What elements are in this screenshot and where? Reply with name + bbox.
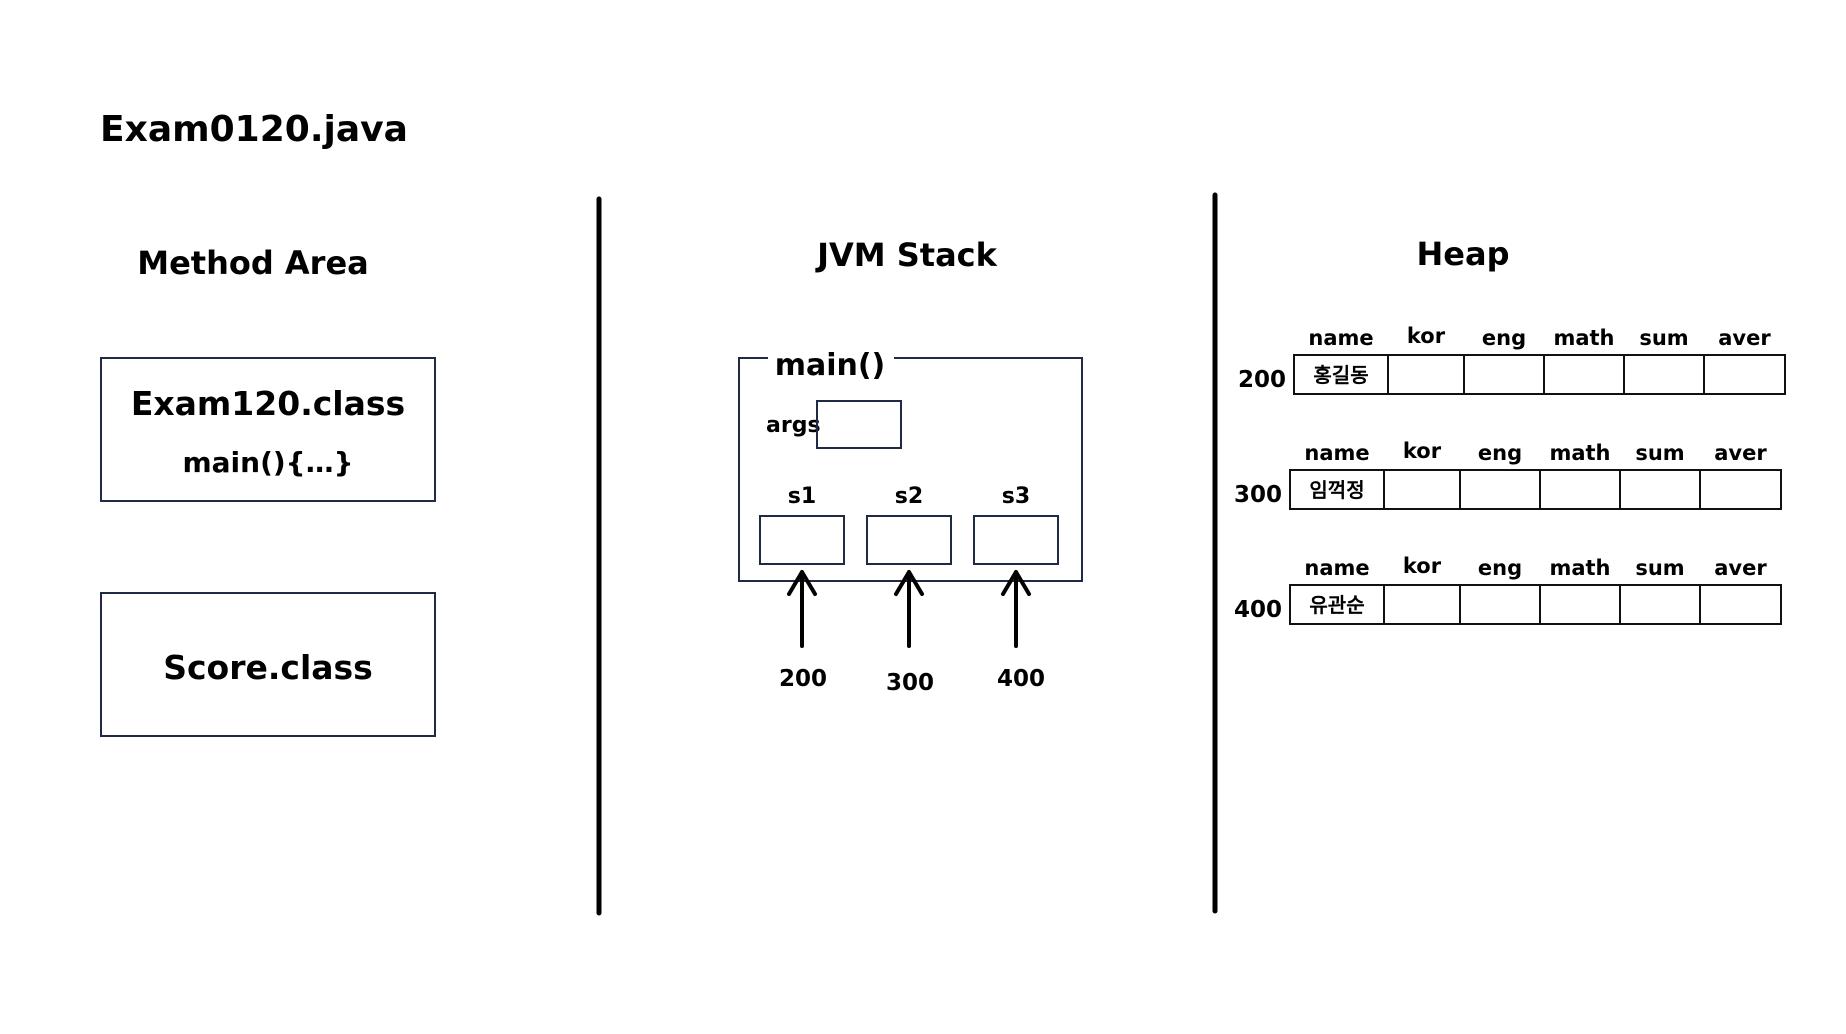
heap-column-header-eng: eng bbox=[1478, 441, 1522, 465]
heap-column-header-name: name bbox=[1304, 441, 1369, 465]
heap-column-header-kor: kor bbox=[1407, 324, 1446, 348]
heap-field-eng bbox=[1463, 354, 1545, 395]
class-box-score: Score.class bbox=[100, 592, 436, 737]
heap-field-aver bbox=[1703, 354, 1786, 395]
heap-field-sum bbox=[1619, 584, 1701, 625]
heap-object-name: 홍길동 bbox=[1313, 363, 1368, 387]
heap-column-header-kor: kor bbox=[1403, 439, 1442, 463]
heap-field-math bbox=[1539, 469, 1621, 510]
stack-var-label: s2 bbox=[895, 484, 923, 509]
heap-field-sum bbox=[1619, 469, 1701, 510]
heap-object-300: 300 name 임꺽정 kor eng math sum aver bbox=[1234, 439, 1782, 510]
jvm-stack: JVM Stack main() args s1 200 s2 300 s3 400 bbox=[738, 236, 1083, 696]
method-area: Method Area Exam120.class main(){…} Scor… bbox=[100, 244, 436, 737]
heap-column-header-name: name bbox=[1304, 556, 1369, 580]
heap-column-header-eng: eng bbox=[1482, 326, 1526, 350]
stack-var-slot bbox=[973, 515, 1059, 565]
jvm-stack-heading: JVM Stack bbox=[815, 236, 998, 274]
method-area-heading: Method Area bbox=[137, 244, 369, 282]
heap-object-address: 400 bbox=[1234, 597, 1282, 623]
class-name-exam120: Exam120.class bbox=[131, 384, 405, 423]
stack-var-slot bbox=[866, 515, 952, 565]
heap-column-header-aver: aver bbox=[1714, 441, 1767, 465]
heap-column-header-math: math bbox=[1553, 326, 1614, 350]
stack-var-s1: s1 200 bbox=[759, 484, 845, 692]
stack-var-s3: s3 400 bbox=[973, 484, 1059, 692]
heap-field-kor bbox=[1383, 584, 1461, 625]
heap-column-header-aver: aver bbox=[1718, 326, 1771, 350]
stack-frame-main bbox=[738, 357, 1083, 582]
pointer-value: 300 bbox=[886, 670, 934, 696]
heap-field-eng bbox=[1459, 584, 1541, 625]
pointer-arrow bbox=[894, 570, 924, 648]
class-name-score: Score.class bbox=[163, 648, 373, 687]
stack-variables: s1 200 s2 300 s3 400 bbox=[759, 484, 1059, 696]
heap-field-math bbox=[1543, 354, 1625, 395]
heap-column-header-sum: sum bbox=[1635, 441, 1684, 465]
stack-var-slot bbox=[759, 515, 845, 565]
heap-heading: Heap bbox=[1417, 235, 1510, 273]
heap: Heap 200 name 홍길동 kor eng math sum aver 300 name 임… bbox=[1234, 235, 1786, 625]
heap-column-header-math: math bbox=[1549, 441, 1610, 465]
heap-column-header-math: math bbox=[1549, 556, 1610, 580]
heap-field-aver bbox=[1699, 469, 1782, 510]
stack-var-label: s1 bbox=[788, 484, 816, 509]
pointer-arrow bbox=[1001, 570, 1031, 648]
heap-object-name: 유관순 bbox=[1309, 593, 1364, 617]
heap-field-aver bbox=[1699, 584, 1782, 625]
class-box-score-frame bbox=[100, 592, 436, 737]
heap-column-header-sum: sum bbox=[1639, 326, 1688, 350]
heap-object-address: 200 bbox=[1238, 367, 1286, 393]
heap-field-sum bbox=[1623, 354, 1705, 395]
heap-object-200: 200 name 홍길동 kor eng math sum aver bbox=[1238, 324, 1786, 395]
heap-column-header-sum: sum bbox=[1635, 556, 1684, 580]
heap-field-kor bbox=[1383, 469, 1461, 510]
heap-field-kor bbox=[1387, 354, 1465, 395]
heap-column-header-name: name bbox=[1308, 326, 1373, 350]
heap-field-eng bbox=[1459, 469, 1541, 510]
pointer-value: 400 bbox=[997, 666, 1045, 692]
pointer-arrow bbox=[787, 570, 817, 648]
class-box-exam120-frame bbox=[100, 357, 436, 502]
heap-object-400: 400 name 유관순 kor eng math sum aver bbox=[1234, 554, 1782, 625]
pointer-value: 200 bbox=[779, 666, 827, 692]
class-box-exam120: Exam120.class main(){…} bbox=[100, 357, 436, 502]
stack-var-s2: s2 300 bbox=[866, 484, 952, 696]
heap-object-name: 임꺽정 bbox=[1309, 478, 1364, 502]
heap-object-address: 300 bbox=[1234, 482, 1282, 508]
args-label: args bbox=[766, 413, 821, 438]
heap-objects: 200 name 홍길동 kor eng math sum aver 300 name 임꺽정 kor… bbox=[1234, 324, 1786, 625]
stack-var-label: s3 bbox=[1002, 484, 1030, 509]
file-title: Exam0120.java bbox=[100, 109, 408, 150]
stack-frame-label: main() bbox=[775, 348, 886, 383]
class-method-main: main(){…} bbox=[182, 446, 353, 479]
heap-column-header-kor: kor bbox=[1403, 554, 1442, 578]
heap-field-math bbox=[1539, 584, 1621, 625]
args-slot bbox=[816, 400, 902, 449]
heap-column-header-aver: aver bbox=[1714, 556, 1767, 580]
heap-column-header-eng: eng bbox=[1478, 556, 1522, 580]
